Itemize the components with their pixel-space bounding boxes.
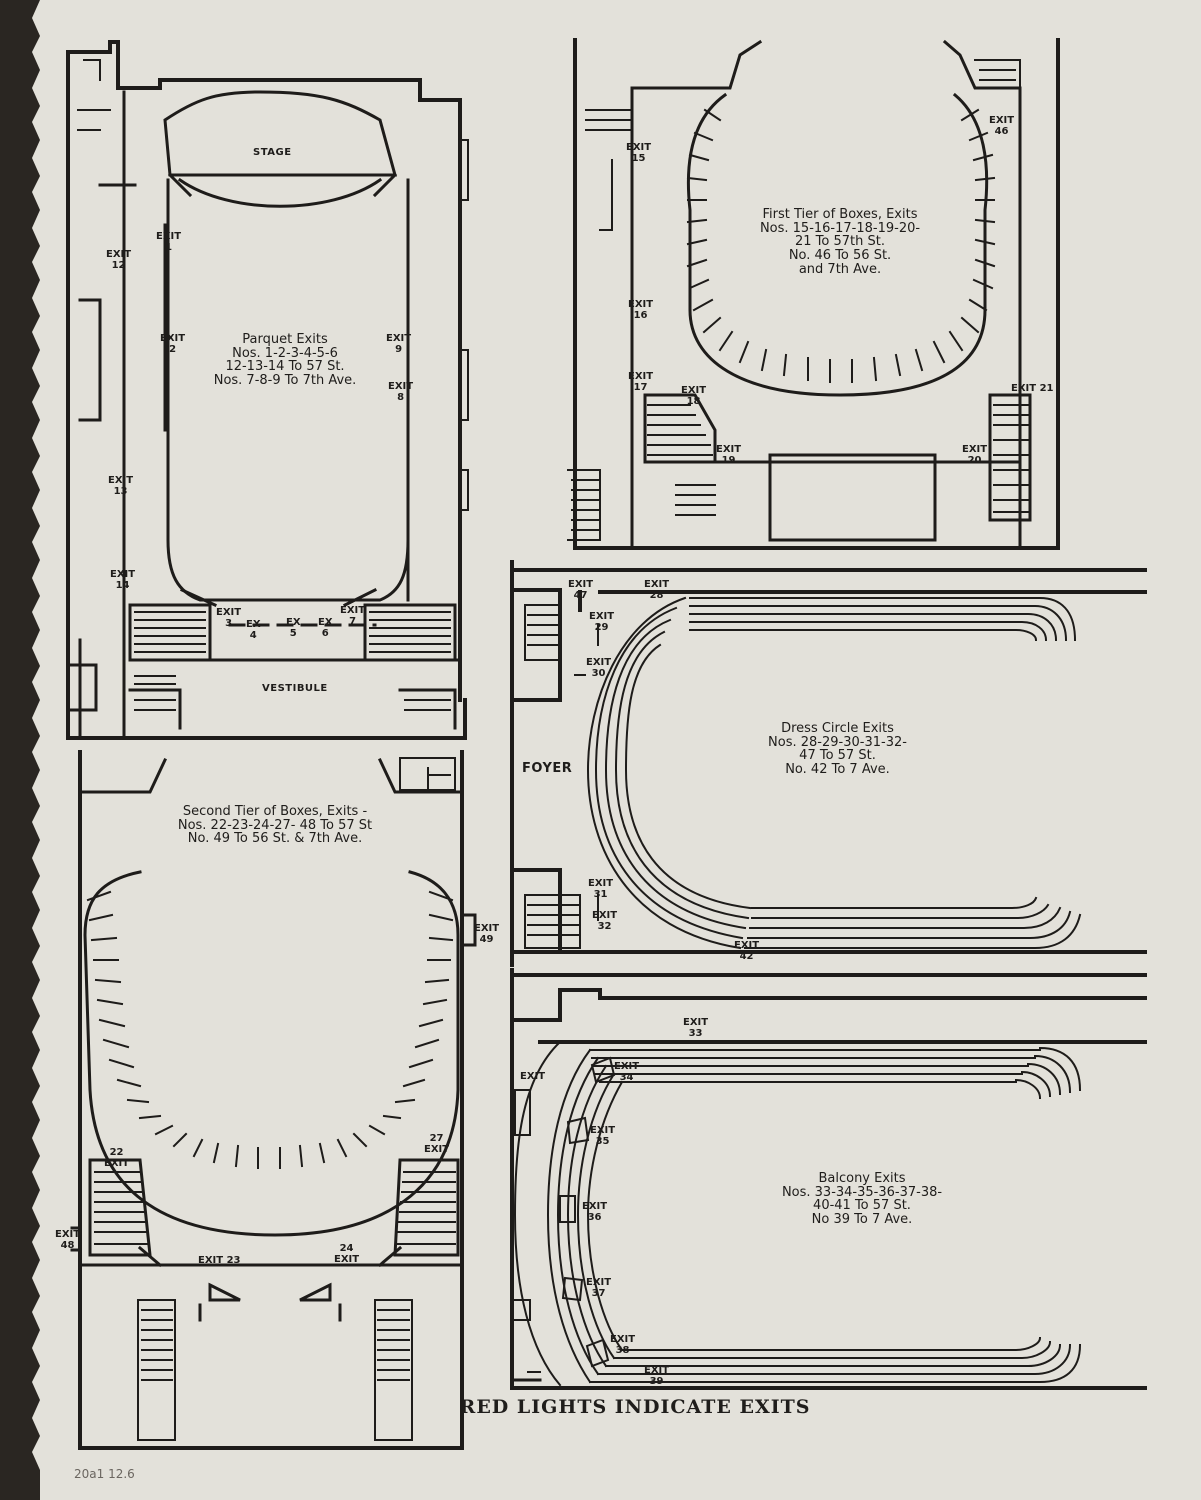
balcony-caption: Balcony Exits Nos. 33-34-35-36-37-38- 40…: [781, 1171, 943, 1227]
second-tier-outer-wall: [78, 750, 464, 1450]
exit-1: EXIT 1: [156, 231, 182, 253]
parquet-plan: [66, 40, 469, 740]
exit-17: EXIT 17: [628, 371, 654, 393]
stage-label: STAGE: [253, 147, 292, 158]
exit-28: EXIT 28: [644, 579, 670, 601]
first-tier-caption: First Tier of Boxes, Exits Nos. 15-16-17…: [759, 207, 921, 277]
exit-47: EXIT 47: [568, 579, 594, 601]
foyer-label: FOYER: [522, 761, 573, 776]
exit-38: EXIT 38: [610, 1334, 636, 1356]
exit-6: EX 6: [318, 617, 333, 639]
exit-42: EXIT 42: [734, 940, 760, 962]
exit-39: EXIT 39: [644, 1365, 670, 1387]
exit-37: EXIT 37: [586, 1277, 612, 1299]
exit-9: EXIT 9: [386, 333, 412, 355]
second-tier-horseshoe: [83, 870, 460, 1237]
exit-12: EXIT 12: [106, 249, 132, 271]
exit-31: EXIT 31: [588, 878, 614, 900]
pencil-annotation: 20a1 12.6: [74, 1467, 135, 1481]
exit-14: EXIT 14: [110, 569, 136, 591]
exit-19: EXIT 19: [716, 444, 742, 466]
vestibule-label: VESTIBULE: [262, 683, 328, 694]
exit-24: 24 EXIT: [334, 1243, 360, 1265]
exit-29: EXIT 29: [589, 611, 615, 633]
exit-36: EXIT 36: [582, 1201, 608, 1223]
exit-46: EXIT 46: [989, 115, 1015, 137]
exit-3: EXIT 3: [216, 607, 242, 629]
exit-35: EXIT 35: [590, 1125, 616, 1147]
exit-8: EXIT 8: [388, 381, 414, 403]
second-tier-caption: Second Tier of Boxes, Exits - Nos. 22-23…: [177, 804, 373, 847]
exit-7: EXIT 7: [340, 605, 366, 627]
exit-5: EX 5: [286, 617, 301, 639]
exit-23: EXIT 23: [198, 1255, 241, 1266]
exit-22: 22 EXIT: [104, 1147, 130, 1169]
first-tier-horseshoe: [686, 92, 989, 397]
exit-13: EXIT 13: [108, 475, 134, 497]
parquet-outer-wall: [66, 40, 467, 740]
exit-4: EX 4: [246, 619, 261, 641]
parquet-exits-caption: Parquet Exits Nos. 1-2-3-4-5-6 12-13-14 …: [213, 332, 357, 388]
second-tier-plan: [70, 750, 477, 1450]
dress-circle-rows: [586, 596, 1082, 950]
exit-unnumbered: EXIT: [520, 1071, 546, 1082]
balcony-plan: [510, 968, 1147, 1390]
balcony-rows: [513, 1040, 1082, 1387]
dress-circle-caption: Dress Circle Exits Nos. 28-29-30-31-32- …: [768, 721, 907, 777]
exit-49: EXIT 49: [474, 923, 500, 945]
stage-outline: [163, 90, 397, 177]
exit-20: EXIT 20: [962, 444, 988, 466]
footer-notice: RED LIGHTS INDICATE EXITS: [459, 1396, 811, 1418]
first-tier-plan: [567, 38, 1060, 550]
exit-34: EXIT 34: [614, 1061, 640, 1083]
exit-27: 27 EXIT: [424, 1133, 450, 1155]
exit-15: EXIT 15: [626, 142, 652, 164]
exit-18: EXIT 18: [681, 385, 707, 407]
stage-apron: [177, 177, 383, 208]
exit-21: EXIT 21: [1011, 383, 1054, 394]
exit-48: EXIT 48: [55, 1229, 81, 1251]
exit-30: EXIT 30: [586, 657, 612, 679]
exit-16: EXIT 16: [628, 299, 654, 321]
exit-33: EXIT 33: [683, 1017, 709, 1039]
exit-2: EXIT 2: [160, 333, 186, 355]
first-tier-outer-wall: [573, 38, 1060, 550]
dress-circle-plan: [510, 560, 1147, 967]
exit-32: EXIT 32: [592, 910, 618, 932]
